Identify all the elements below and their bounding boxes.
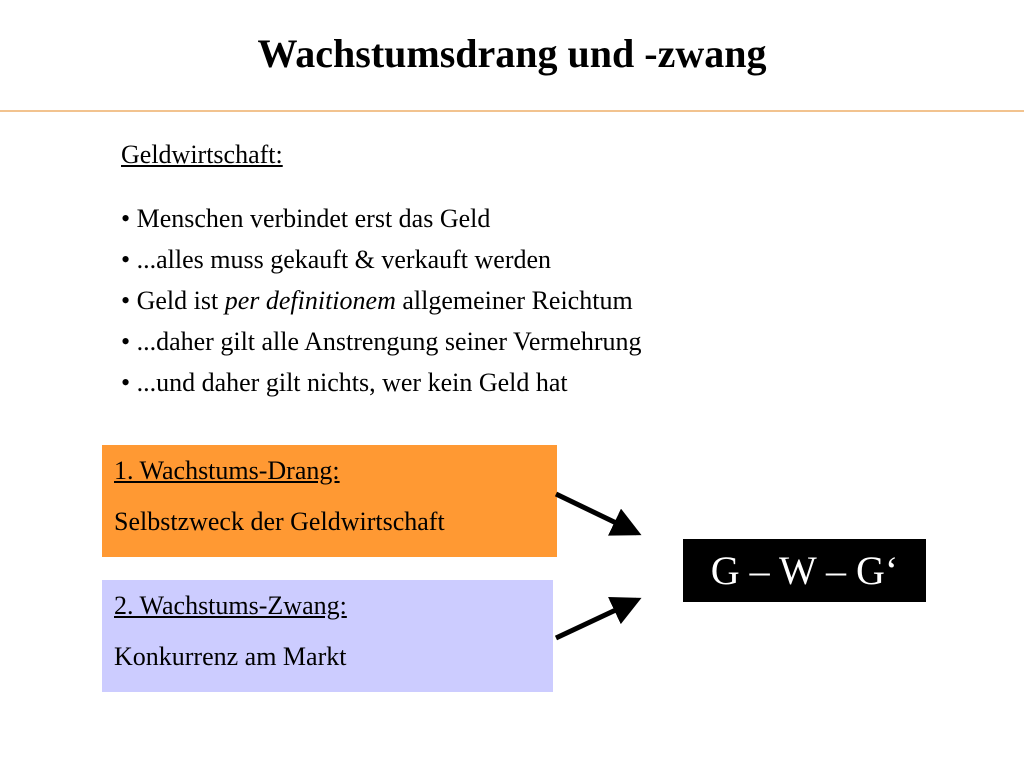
bullet-item: • Menschen verbindet erst das Geld xyxy=(121,204,491,233)
bullet-text-end: allgemeiner Reichtum xyxy=(395,286,633,315)
wachstums-drang-heading: 1. Wachstums-Drang: xyxy=(114,456,340,485)
wachstums-zwang-box: 2. Wachstums-Zwang: Konkurrenz am Markt xyxy=(102,580,553,692)
formula-box: G – W – G‘ xyxy=(683,539,926,602)
slide-title: Wachstumsdrang und -zwang xyxy=(257,31,767,76)
bullet-text-start: • Geld ist xyxy=(121,286,225,315)
title-divider xyxy=(0,110,1024,112)
arrow-drang-to-formula xyxy=(554,491,642,536)
bullet-item: • Geld ist per definitionem allgemeiner … xyxy=(121,280,642,321)
bullet-text-italic: per definitionem xyxy=(224,286,396,315)
wachstums-zwang-text: Konkurrenz am Markt xyxy=(114,642,347,672)
bullet-list: • Menschen verbindet erst das Geld • ...… xyxy=(121,198,642,403)
wachstums-drang-box: 1. Wachstums-Drang: Selbstzweck der Geld… xyxy=(102,445,557,557)
arrow-zwang-to-formula xyxy=(554,597,642,641)
bullet-item: • ...und daher gilt nichts, wer kein Gel… xyxy=(121,368,568,397)
wachstums-zwang-heading: 2. Wachstums-Zwang: xyxy=(114,591,347,620)
wachstums-drang-text: Selbstzweck der Geldwirtschaft xyxy=(114,507,445,537)
bullet-item: • ...alles muss gekauft & verkauft werde… xyxy=(121,245,552,274)
bullet-item: • ...daher gilt alle Anstrengung seiner … xyxy=(121,327,642,356)
section-heading: Geldwirtschaft: xyxy=(121,140,283,169)
